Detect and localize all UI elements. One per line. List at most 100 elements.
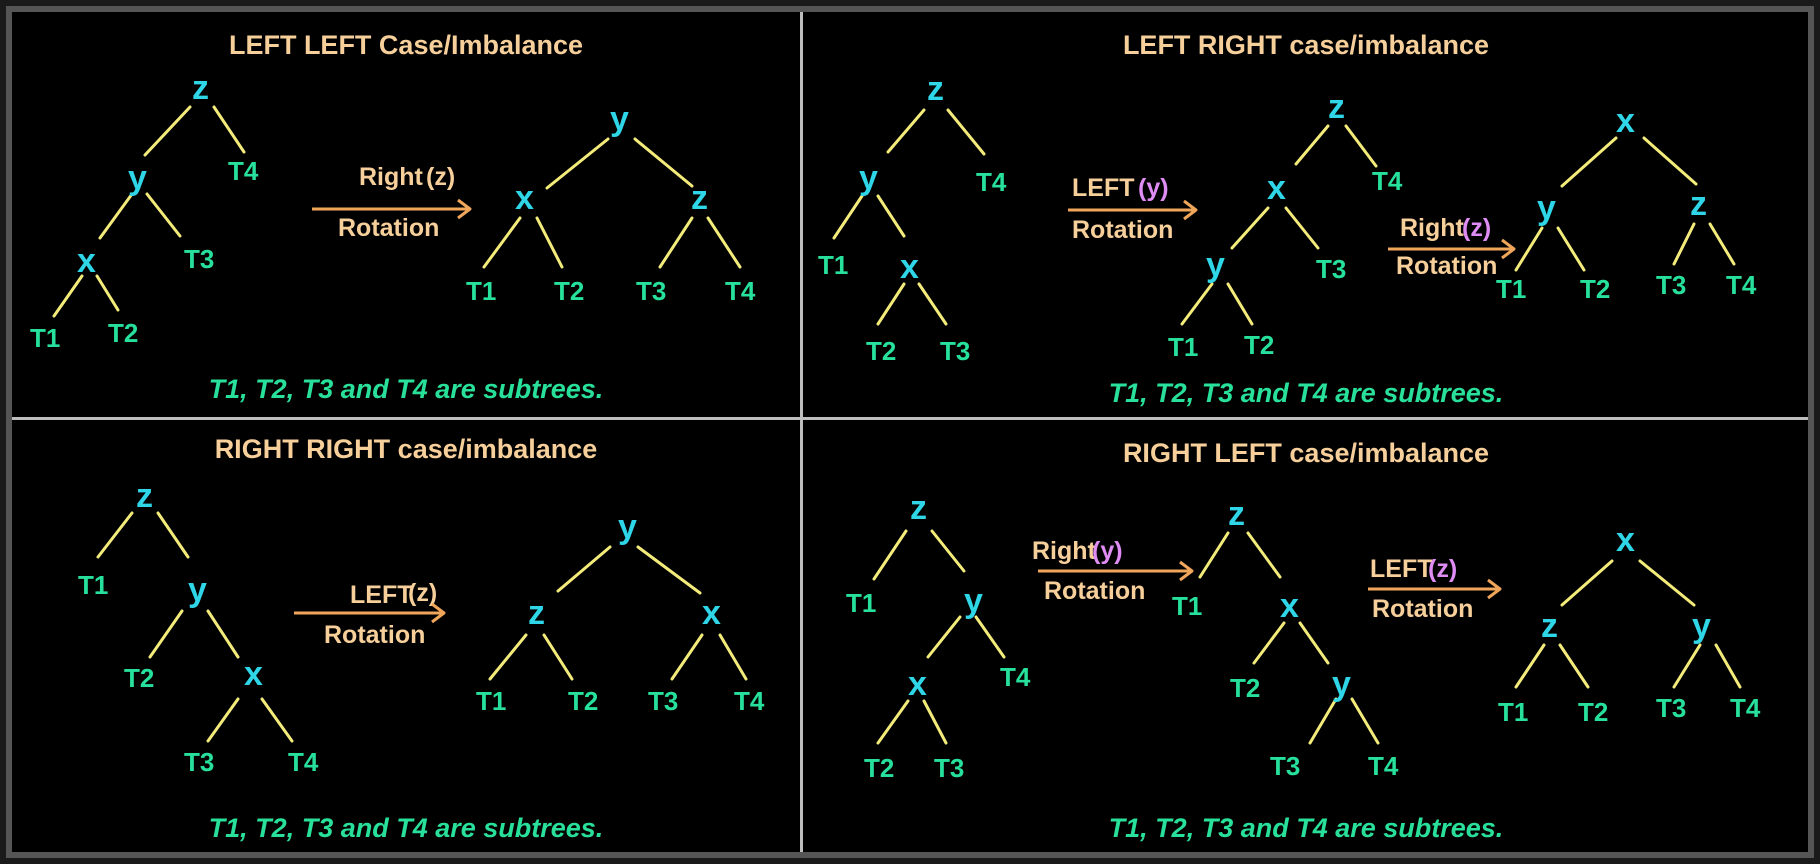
subtree-label: T4	[1000, 662, 1031, 692]
edge	[1230, 206, 1270, 250]
node-z: z	[136, 477, 153, 515]
subtree-label: T3	[1316, 254, 1346, 284]
subtree-label: T1	[1496, 274, 1526, 304]
edge	[718, 633, 748, 681]
edge	[876, 194, 906, 238]
edge	[1560, 136, 1618, 188]
node-z: z	[1328, 88, 1345, 126]
subtree-label: T4	[288, 747, 319, 777]
node-z: z	[910, 489, 927, 527]
panel-right-left: RIGHT LEFT case/imbalance z y x T1 T2 T3…	[804, 421, 1808, 852]
edge	[1252, 621, 1286, 665]
node-x: x	[1616, 102, 1635, 140]
tree-diagram: z y x T1 T2 T3 T4 LEFT (y) Rotation z x …	[818, 70, 1757, 366]
subtree-label: T4	[1372, 166, 1403, 196]
node-y: y	[1692, 607, 1711, 645]
panel-title: RIGHT LEFT case/imbalance	[1122, 438, 1490, 468]
edge	[1642, 136, 1698, 186]
node-x: x	[908, 665, 927, 703]
node-x: x	[1267, 169, 1286, 207]
subtree-label: T1	[846, 588, 876, 618]
node-z: z	[1228, 495, 1245, 533]
subtrees-note: T1, T2, T3 and T4 are subtrees.	[1108, 813, 1504, 843]
node-x: x	[900, 248, 919, 286]
edge	[1560, 559, 1614, 607]
node-z: z	[1690, 185, 1707, 223]
edge	[95, 274, 120, 312]
node-y: y	[1537, 189, 1556, 227]
subtree-label: T2	[554, 276, 584, 306]
subtree-label: T1	[78, 570, 108, 600]
panel-left-right: LEFT RIGHT case/imbalance z y x T1 T2 T3…	[804, 12, 1808, 417]
subtree-label: T2	[1578, 697, 1608, 727]
node-z: z	[691, 179, 708, 217]
subtree-label: T4	[1730, 693, 1761, 723]
node-y: y	[618, 508, 637, 546]
edge	[1638, 559, 1696, 607]
subtree-label: T2	[124, 663, 154, 693]
node-x: x	[515, 179, 534, 217]
subtree-label: T3	[648, 686, 678, 716]
node-x: x	[1280, 587, 1299, 625]
node-z: z	[927, 70, 944, 108]
subtree-label: T4	[725, 276, 756, 306]
node-z: z	[1541, 607, 1558, 645]
subtrees-note: T1, T2, T3 and T4 are subtrees.	[208, 374, 604, 404]
subtree-label: T3	[636, 276, 666, 306]
edge	[535, 216, 564, 269]
edge	[545, 137, 610, 190]
node-z: z	[528, 594, 545, 632]
subtree-label: T2	[108, 318, 138, 348]
edge	[636, 545, 702, 595]
subtree-label: T3	[1656, 693, 1686, 723]
edge	[832, 194, 864, 240]
node-x: x	[77, 242, 96, 280]
subtree-label: T1	[818, 250, 848, 280]
edge	[1558, 643, 1590, 689]
subtree-label: T4	[228, 156, 259, 186]
edge	[974, 615, 1006, 659]
rotation-word: Rotation	[324, 621, 425, 649]
edge	[52, 274, 84, 318]
edge	[143, 105, 192, 157]
arrow-head-icon	[457, 198, 472, 220]
node-y: y	[128, 159, 147, 197]
edge	[1344, 124, 1378, 168]
panel-right-right: RIGHT RIGHT case/imbalance z y x T1 T2 T…	[12, 421, 800, 852]
node-x: x	[1616, 521, 1635, 559]
edge	[156, 511, 190, 559]
node-x: x	[702, 594, 721, 632]
subtree-label: T1	[1168, 332, 1198, 362]
edge	[212, 105, 246, 154]
diagram-frame: LEFT LEFT Case/Imbalance z y x T1 T2 T3 …	[6, 6, 1814, 858]
rotation-arg: (z)	[408, 579, 437, 607]
rotation-word: Rotation	[1396, 252, 1497, 280]
panel-title: LEFT RIGHT case/imbalance	[1122, 30, 1490, 60]
edge	[886, 108, 926, 154]
subtree-label: T3	[184, 244, 214, 274]
subtree-label: T2	[568, 686, 598, 716]
subtrees-note: T1, T2, T3 and T4 are subtrees.	[1108, 378, 1504, 408]
node-z: z	[192, 69, 209, 107]
edge	[148, 609, 184, 659]
edge	[1294, 124, 1330, 166]
edge	[1350, 697, 1380, 745]
panel-title: RIGHT RIGHT case/imbalance	[214, 434, 598, 464]
edge	[917, 282, 948, 326]
vertical-divider	[800, 12, 803, 852]
edge	[1246, 531, 1282, 579]
edge	[206, 609, 240, 659]
edge	[1514, 643, 1546, 689]
rotation-arg: (y)	[1138, 174, 1169, 202]
edge	[1514, 226, 1544, 272]
node-y: y	[859, 159, 878, 197]
node-y: y	[1206, 246, 1225, 284]
edge	[96, 511, 134, 559]
subtree-label: T3	[1656, 270, 1686, 300]
node-y: y	[610, 100, 629, 138]
tree-diagram: z y x T1 T2 T3 T4 LEFT (z) Rotation y z …	[78, 477, 765, 777]
rotation-arg: (z)	[1428, 555, 1457, 583]
subtree-label: T4	[1368, 751, 1399, 781]
arrow-head-icon	[1183, 199, 1198, 221]
subtree-label: T2	[866, 336, 896, 366]
